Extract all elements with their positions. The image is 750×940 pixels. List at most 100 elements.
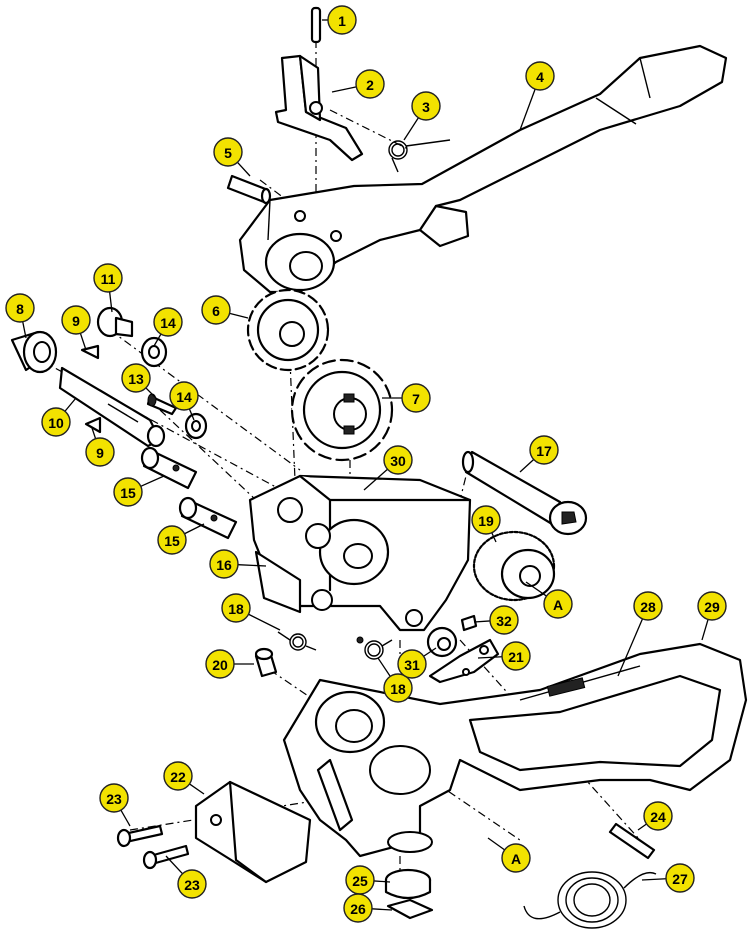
callout-bubble <box>343 893 373 923</box>
clip-26 <box>386 898 434 920</box>
callout-c19: 19 <box>471 505 501 543</box>
pin-5 <box>226 174 272 205</box>
callout-bubble <box>383 673 413 703</box>
callout-leader <box>617 618 644 677</box>
callout-c23: 23 <box>99 783 131 827</box>
callout-leader <box>145 387 157 399</box>
callout-leader <box>423 647 437 657</box>
callout-label: 18 <box>228 601 244 617</box>
screw-13 <box>146 393 178 416</box>
callout-c17: 17 <box>519 435 559 473</box>
feed-wheel-19 <box>472 530 556 602</box>
callout-bubble <box>355 69 385 99</box>
callout-leader <box>491 532 497 543</box>
bushing-8 <box>10 330 58 374</box>
callout-leader <box>477 656 503 659</box>
callout-bubble <box>529 435 559 465</box>
callout-label: 3 <box>422 99 430 115</box>
callout-c22: 22 <box>163 761 205 795</box>
callout-bubble <box>221 593 251 623</box>
callout-leader <box>248 613 281 631</box>
callout-leader <box>189 783 205 795</box>
callout-bubble <box>633 591 663 621</box>
callout-leader <box>525 581 547 597</box>
callout-leader <box>637 823 647 831</box>
callout-c26: 26 <box>343 893 393 923</box>
callout-bubble <box>665 863 695 893</box>
callout-c11: 11 <box>93 263 123 313</box>
callout-leader <box>153 333 162 347</box>
callout-label: 17 <box>536 443 552 459</box>
callout-leader <box>184 523 205 535</box>
callout-c9: 9 <box>61 305 91 351</box>
callout-label: 15 <box>120 485 136 501</box>
callout-c5: 5 <box>213 137 251 177</box>
callout-bubble <box>643 801 673 831</box>
callout-c3: 3 <box>403 91 441 141</box>
callout-leader <box>165 855 183 875</box>
spring-3 <box>388 139 451 173</box>
bracket-30 <box>248 474 472 632</box>
callout-c28: 28 <box>617 591 663 677</box>
pin-1 <box>310 6 322 44</box>
pin-15-upper <box>140 446 198 490</box>
washer-14-lower <box>184 412 208 440</box>
sleeve-20 <box>254 647 278 678</box>
callout-c7: 7 <box>382 383 431 413</box>
callout-leader <box>487 837 505 851</box>
callout-bubble <box>41 407 71 437</box>
callout-label: 24 <box>650 809 666 825</box>
callout-bubble <box>93 263 123 293</box>
callout-leader <box>519 88 536 131</box>
callout-bubble <box>213 137 243 167</box>
callout-bubble <box>121 363 151 393</box>
callout-c1: 1 <box>322 5 357 35</box>
washer-14-upper <box>140 336 168 368</box>
callout-leader <box>64 397 77 412</box>
callout-leader <box>237 564 267 567</box>
set-screw-32 <box>460 614 478 632</box>
latch-21 <box>428 638 500 684</box>
callout-label: 27 <box>672 871 688 887</box>
callout-label: A <box>511 851 521 867</box>
knob-11 <box>96 306 134 338</box>
callout-label: 9 <box>96 445 104 461</box>
callout-label: 20 <box>212 657 228 673</box>
callout-bubble <box>397 649 427 679</box>
callout-label: 25 <box>352 873 368 889</box>
callout-label: 26 <box>350 901 366 917</box>
callout-c27: 27 <box>641 863 695 893</box>
callout-c23b: 23 <box>165 855 207 899</box>
callout-c6: 6 <box>201 295 249 325</box>
callout-bubble <box>61 305 91 335</box>
callout-c9b: 9 <box>85 427 115 467</box>
foot-22 <box>194 780 312 884</box>
callout-c4: 4 <box>519 61 555 131</box>
callout-leader <box>79 333 87 351</box>
callout-leader <box>140 475 165 487</box>
callout-leader <box>108 291 113 313</box>
callout-bubble <box>411 91 441 121</box>
callout-c20: 20 <box>205 649 254 679</box>
callout-label: 13 <box>128 371 144 387</box>
callout-label: 31 <box>404 657 420 673</box>
callout-bubble <box>501 641 531 671</box>
callout-label: 29 <box>704 599 720 615</box>
gear-6 <box>246 288 330 372</box>
spring-27 <box>523 871 657 929</box>
callout-c25: 25 <box>345 865 391 895</box>
callout-label: 23 <box>184 877 200 893</box>
callout-label: 10 <box>48 415 64 431</box>
callout-leader <box>91 427 97 439</box>
callout-bubble <box>85 437 115 467</box>
callout-leader <box>701 619 709 641</box>
callout-leader <box>331 86 357 93</box>
callout-leader <box>373 880 391 883</box>
callout-c14b: 14 <box>169 381 199 421</box>
callout-c16: 16 <box>209 549 267 579</box>
callout-label: 2 <box>366 77 374 93</box>
callout-bubble <box>525 61 555 91</box>
callout-bubble <box>169 381 199 411</box>
callout-leader <box>641 878 667 881</box>
